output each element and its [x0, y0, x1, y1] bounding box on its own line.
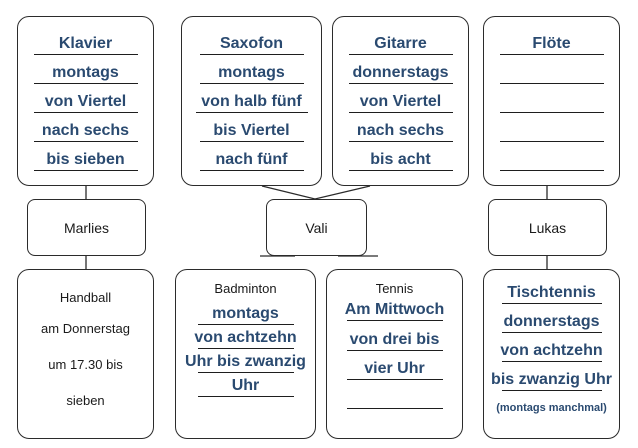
answer-line: nach fünf [199, 142, 304, 171]
answer-line: donnerstags [348, 55, 453, 84]
answer-line: Am Mittwoch [345, 299, 444, 321]
answer-line: von halb fünf [195, 84, 308, 113]
answer-line: von drei bis [346, 321, 443, 351]
answer-line: von achtzehn [500, 333, 603, 362]
answer-line: nach sechs [348, 113, 453, 142]
person-name: Vali [305, 219, 328, 236]
person-name: Lukas [528, 219, 567, 236]
answer-line: Tischtennis [501, 276, 602, 304]
answer-line: Flöte [499, 27, 604, 55]
answer-line: montags [33, 55, 138, 84]
sport-box-lukas: Tischtennis donnerstags von achtzehn bis… [483, 269, 620, 439]
answer-line [499, 142, 604, 171]
answer-line: vier Uhr [346, 351, 443, 380]
answer-line: Uhr [197, 373, 294, 397]
sport-title: Badminton [214, 281, 277, 296]
instrument-box-vali-1: Saxofon montags von halb fünf bis Vierte… [181, 16, 322, 186]
name-box-vali: Vali [266, 199, 367, 256]
answer-line: nach sechs [33, 113, 138, 142]
answer-line: bis zwanzig Uhr [491, 362, 612, 391]
answer-line: Gitarre [348, 27, 453, 55]
answer-line: bis sieben [33, 142, 138, 171]
answer-line: von achtzehn [194, 325, 297, 349]
answer-line [499, 55, 604, 84]
answer-line [346, 380, 443, 409]
instrument-box-lukas: Flöte [483, 16, 620, 186]
answer-line: montags [199, 55, 304, 84]
name-box-lukas: Lukas [488, 199, 607, 256]
answer-line: von Viertel [348, 84, 453, 113]
person-name: Marlies [63, 219, 110, 236]
answer-line: donnerstags [501, 304, 602, 333]
answer-line: montags [197, 299, 294, 325]
sport-text: sieben [66, 393, 105, 408]
instrument-box-marlies: Klavier montags von Viertel nach sechs b… [17, 16, 154, 186]
answer-line [499, 113, 604, 142]
sport-box-marlies: Handball am Donnerstag um 17.30 bis sieb… [17, 269, 154, 439]
sport-text: um 17.30 bis [48, 357, 123, 372]
sport-box-vali-2: Tennis Am Mittwoch von drei bis vier Uhr [326, 269, 463, 439]
sport-box-vali-1: Badminton montags von achtzehn Uhr bis z… [175, 269, 316, 439]
instrument-box-vali-2: Gitarre donnerstags von Viertel nach sec… [332, 16, 469, 186]
answer-line: Saxofon [199, 27, 304, 55]
answer-line: von Viertel [33, 84, 138, 113]
sport-text: Handball [59, 290, 112, 305]
answer-line: Uhr bis zwanzig [185, 349, 306, 373]
name-box-marlies: Marlies [27, 199, 146, 256]
answer-line: bis acht [348, 142, 453, 171]
answer-line: Klavier [33, 27, 138, 55]
note-line: (montags manchmal) [496, 402, 607, 414]
sport-title: Tennis [375, 281, 414, 296]
answer-line [499, 84, 604, 113]
answer-line: bis Viertel [199, 113, 304, 142]
sport-text: am Donnerstag [41, 321, 130, 336]
